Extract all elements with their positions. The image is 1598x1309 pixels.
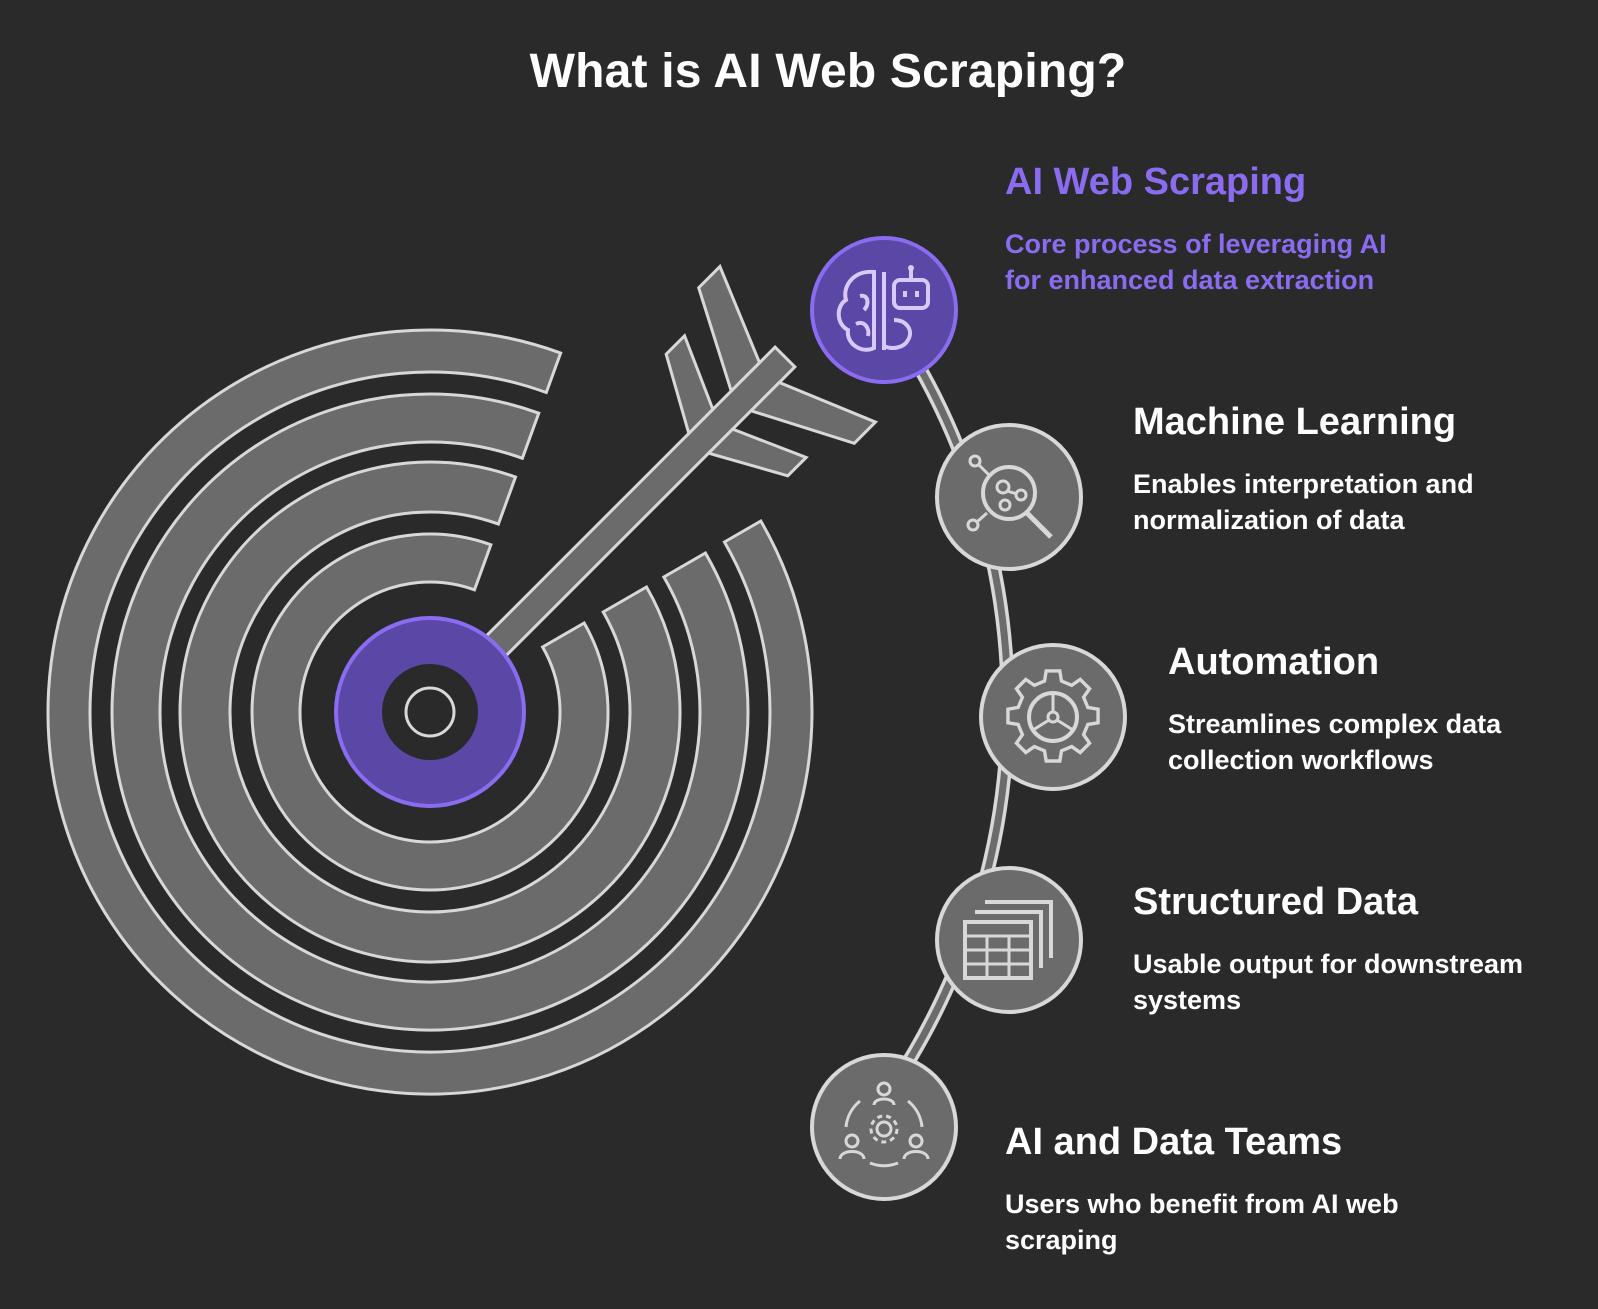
- target-ring: [178, 460, 682, 964]
- stacked-tables-icon: [963, 900, 1053, 980]
- label-machine-learning: Machine Learning Enables interpretation …: [1133, 400, 1598, 538]
- target-ring: [110, 392, 750, 1032]
- item-node: [979, 643, 1127, 791]
- item-node: [935, 423, 1083, 571]
- item-description: Users who benefit from AI web scraping: [1005, 1189, 1399, 1255]
- item-description: Enables interpretation and normalization…: [1133, 469, 1474, 535]
- label-ai-web-scraping: AI Web Scraping Core process of leveragi…: [1005, 160, 1565, 298]
- item-node: [935, 866, 1083, 1014]
- magnifier-network-icon: [966, 454, 1053, 539]
- team-gear-icon: [838, 1081, 930, 1168]
- target-ring: [46, 328, 814, 1096]
- label-structured-data: Structured Data Usable output for downst…: [1133, 880, 1598, 1018]
- item-description: Streamlines complex data collection work…: [1168, 709, 1502, 775]
- item-heading: AI and Data Teams: [1005, 1121, 1343, 1163]
- item-heading: Structured Data: [1133, 881, 1419, 923]
- target-ring: [250, 532, 610, 892]
- brain-robot-icon: [836, 265, 930, 352]
- bullseye-center: [404, 686, 456, 738]
- item-node: [810, 1053, 958, 1201]
- page-title: What is AI Web Scraping?: [529, 45, 1127, 98]
- item-node: [810, 236, 958, 384]
- gear-icon: [1006, 669, 1100, 763]
- item-description: Core process of leveraging AI for enhanc…: [1005, 229, 1387, 295]
- item-heading: Machine Learning: [1133, 401, 1457, 443]
- target-rings: [46, 328, 814, 1096]
- item-heading: AI Web Scraping: [1005, 161, 1307, 203]
- label-automation: Automation Streamlines complex data coll…: [1168, 640, 1598, 778]
- label-ai-and-data-teams: AI and Data Teams Users who benefit from…: [1005, 1120, 1565, 1258]
- item-description: Usable output for downstream systems: [1133, 949, 1524, 1015]
- item-heading: Automation: [1168, 641, 1380, 683]
